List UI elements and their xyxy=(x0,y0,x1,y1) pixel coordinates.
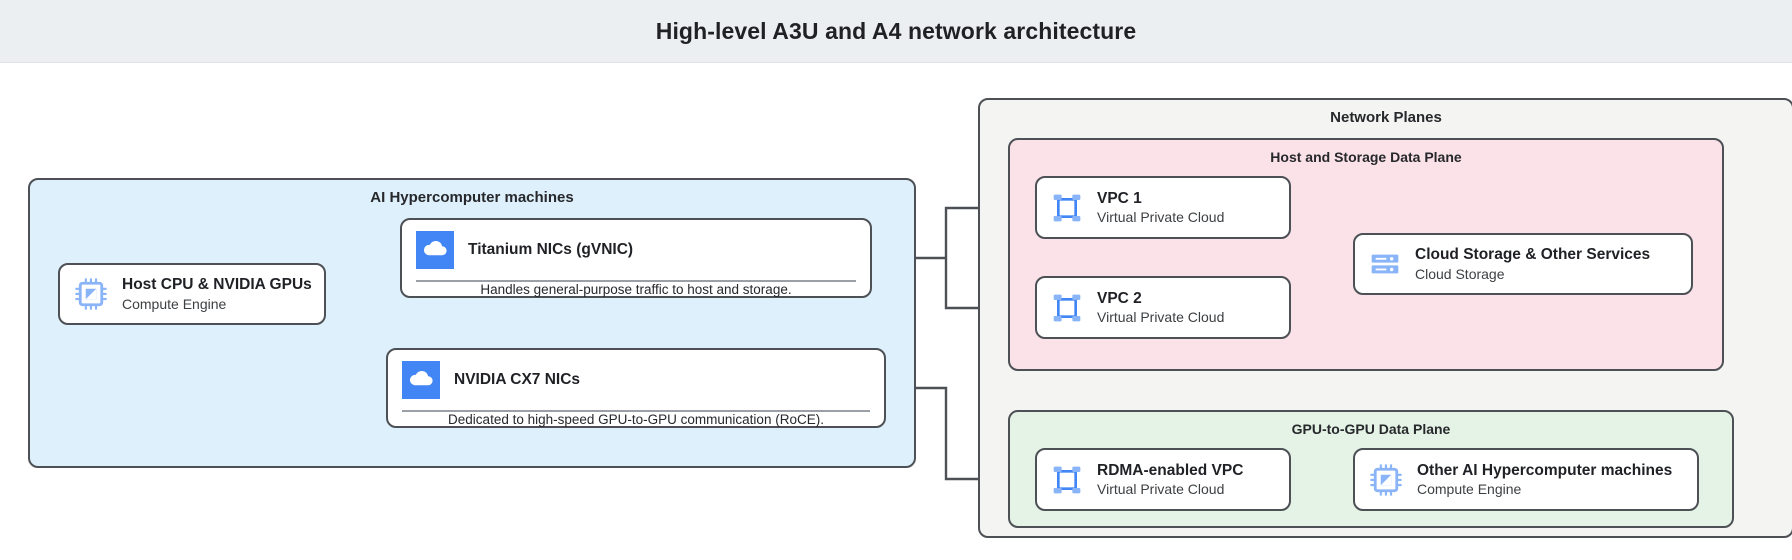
cloud-icon xyxy=(416,231,454,269)
panel-host-storage-title: Host and Storage Data Plane xyxy=(1270,149,1462,165)
node-vpc-2-subtitle: Virtual Private Cloud xyxy=(1097,309,1225,326)
vpc-icon xyxy=(1051,464,1083,496)
node-cx7-body: Dedicated to high-speed GPU-to-GPU commu… xyxy=(402,410,870,427)
node-rdma-vpc-text: RDMA-enabled VPC Virtual Private Cloud xyxy=(1097,461,1243,499)
node-other-machines-title: Other AI Hypercomputer machines xyxy=(1417,461,1673,479)
cloud-icon xyxy=(402,361,440,399)
node-rdma-vpc-subtitle: Virtual Private Cloud xyxy=(1097,481,1225,498)
node-rdma-enabled-vpc[interactable]: RDMA-enabled VPC Virtual Private Cloud xyxy=(1035,448,1291,511)
node-other-machines-subtitle: Compute Engine xyxy=(1417,481,1522,498)
node-cx7-head: NVIDIA CX7 NICs xyxy=(388,350,884,410)
node-vpc-2[interactable]: VPC 2 Virtual Private Cloud xyxy=(1035,276,1291,339)
node-vpc-1-title: VPC 1 xyxy=(1097,189,1142,207)
node-other-ai-hypercomputer-machines[interactable]: Other AI Hypercomputer machines Compute … xyxy=(1353,448,1699,511)
node-nvidia-cx7-nics[interactable]: NVIDIA CX7 NICs Dedicated to high-speed … xyxy=(386,348,886,428)
node-host-cpu-title: Host CPU & NVIDIA GPUs xyxy=(122,276,312,294)
vpc-icon xyxy=(1051,192,1083,224)
vpc-icon xyxy=(1051,292,1083,324)
page-header: High-level A3U and A4 network architectu… xyxy=(0,0,1792,63)
node-rdma-vpc-title: RDMA-enabled VPC xyxy=(1097,461,1244,479)
node-vpc-1-subtitle: Virtual Private Cloud xyxy=(1097,209,1225,226)
node-cloud-storage-text: Cloud Storage & Other Services Cloud Sto… xyxy=(1415,245,1650,283)
node-cx7-title: NVIDIA CX7 NICs xyxy=(454,371,581,389)
panel-ai-title: AI Hypercomputer machines xyxy=(370,189,574,206)
panel-network-title: Network Planes xyxy=(1330,109,1442,126)
node-vpc-2-title: VPC 2 xyxy=(1097,289,1142,307)
node-titanium-nics[interactable]: Titanium NICs (gVNIC) Handles general-pu… xyxy=(400,218,872,298)
panel-gpu-title: GPU-to-GPU Data Plane xyxy=(1291,421,1451,437)
node-cloud-storage-title: Cloud Storage & Other Services xyxy=(1415,246,1651,264)
node-titanium-head: Titanium NICs (gVNIC) xyxy=(402,220,870,280)
node-vpc-1-text: VPC 1 Virtual Private Cloud xyxy=(1097,189,1224,227)
node-vpc-2-text: VPC 2 Virtual Private Cloud xyxy=(1097,289,1224,327)
node-titanium-body: Handles general-purpose traffic to host … xyxy=(416,280,856,297)
node-other-machines-text: Other AI Hypercomputer machines Compute … xyxy=(1417,461,1672,499)
node-cx7-caption: Dedicated to high-speed GPU-to-GPU commu… xyxy=(448,412,824,427)
node-vpc-1[interactable]: VPC 1 Virtual Private Cloud xyxy=(1035,176,1291,239)
node-titanium-caption: Handles general-purpose traffic to host … xyxy=(480,282,792,297)
node-titanium-title: Titanium NICs (gVNIC) xyxy=(468,241,634,259)
node-host-cpu-text: Host CPU & NVIDIA GPUs Compute Engine xyxy=(122,275,312,313)
node-cloud-storage-subtitle: Cloud Storage xyxy=(1415,265,1505,282)
node-cloud-storage-other-services[interactable]: Cloud Storage & Other Services Cloud Sto… xyxy=(1353,233,1693,295)
page-title: High-level A3U and A4 network architectu… xyxy=(655,17,1137,44)
storage-icon xyxy=(1369,248,1401,280)
chip-icon xyxy=(1369,463,1403,497)
diagram-canvas: AI Hypercomputer machines Network Planes… xyxy=(0,63,1792,560)
node-host-cpu-subtitle: Compute Engine xyxy=(122,295,227,312)
chip-icon xyxy=(74,277,108,311)
node-host-cpu-nvidia-gpus[interactable]: Host CPU & NVIDIA GPUs Compute Engine xyxy=(58,263,326,325)
